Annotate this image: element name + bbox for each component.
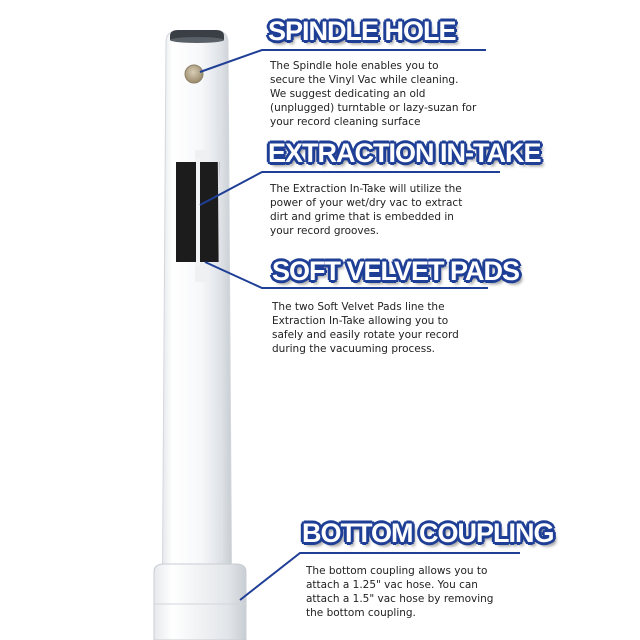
desc-line: dirt and grime that is embedded in [270,211,454,223]
desc-line: The two Soft Velvet Pads line the [272,301,445,313]
desc-line: safely and easily rotate your record [272,329,459,341]
heading-soft-velvet-pads: SOFT VELVET PADS [272,256,520,286]
desc-line: The Spindle hole enables you to [270,60,439,72]
desc-extraction-intake: The Extraction In-Take will utilize the … [270,182,510,238]
bottom-coupling-collar [153,563,247,640]
heading-extraction-intake: EXTRACTION IN-TAKE [268,138,541,168]
desc-spindle-hole: The Spindle hole enables you to secure t… [270,59,510,129]
desc-line: your record cleaning surface [270,116,421,128]
desc-line: attach a 1.5" vac hose by removing [306,593,494,605]
intake-slot [196,158,200,266]
desc-line: (unplugged) turntable or lazy-suzan for [270,102,477,114]
velvet-pad-left [176,162,196,262]
desc-line: your record grooves. [270,225,379,237]
leader-line-spindle [199,49,486,73]
leader-line-intake [199,171,500,206]
tube-top-rim [170,37,224,43]
heading-bottom-coupling: BOTTOM COUPLING [302,518,554,548]
desc-line: Extraction In-Take allowing you to [272,315,449,327]
desc-soft-velvet-pads: The two Soft Velvet Pads line the Extrac… [272,300,512,356]
desc-line: during the vacuuming process. [272,343,436,355]
velvet-pad-right [200,162,220,262]
desc-line: The Extraction In-Take will utilize the [270,183,462,195]
spindle-hole [184,64,204,84]
desc-line: The bottom coupling allows you to [306,565,488,577]
heading-spindle-hole: SPINDLE HOLE [268,16,457,46]
desc-line: We suggest dedicating an old [270,88,426,100]
desc-bottom-coupling: The bottom coupling allows you to attach… [306,564,546,620]
desc-line: attach a 1.25" vac hose. You can [306,579,478,591]
desc-line: secure the Vinyl Vac while cleaning. [270,74,459,86]
desc-line: the bottom coupling. [306,607,416,619]
leader-line-pads [204,261,488,289]
leader-line-coupling [239,552,520,601]
desc-line: power of your wet/dry vac to extract [270,197,463,209]
